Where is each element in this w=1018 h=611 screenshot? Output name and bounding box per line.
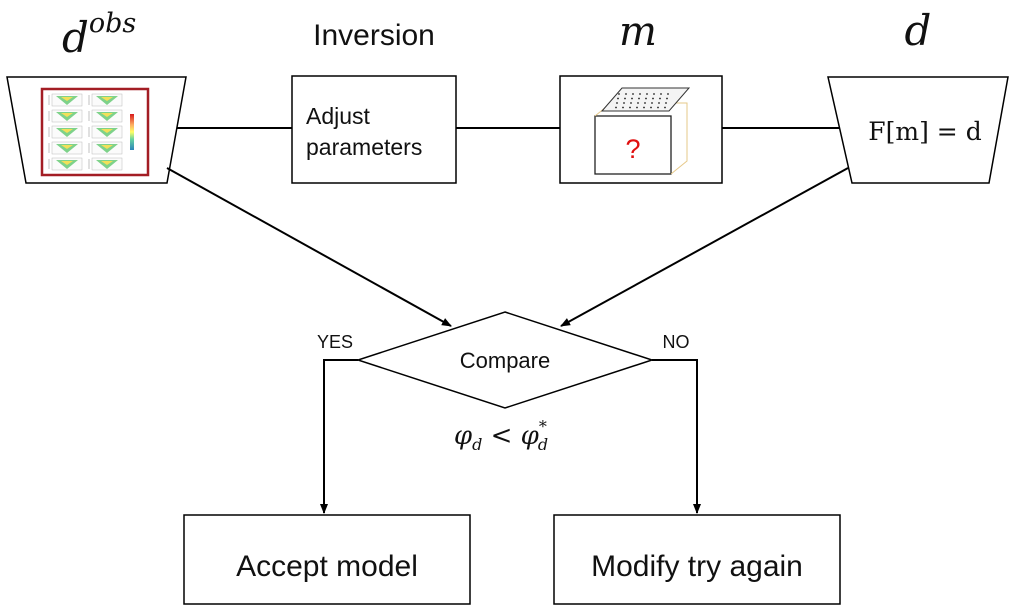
compare-decision: Compare bbox=[355, 311, 655, 409]
compare-diamond bbox=[355, 311, 655, 409]
thumbnail-triangle-core bbox=[101, 161, 113, 165]
sensor-point bbox=[615, 106, 617, 109]
sensor-point bbox=[665, 102, 667, 104]
sensor-point bbox=[646, 93, 648, 95]
sensor-point bbox=[639, 93, 641, 95]
thumbnail-triangle-core bbox=[101, 97, 113, 101]
sensor-points bbox=[615, 93, 669, 109]
thumbnail-triangle-core bbox=[101, 129, 113, 133]
thumbnail-triangle-core bbox=[61, 113, 73, 117]
model-volume-front bbox=[594, 115, 672, 175]
sensor-point bbox=[625, 93, 627, 95]
sensor-point bbox=[652, 97, 654, 100]
modify-try-again-node: Modify try again bbox=[553, 514, 841, 605]
sensor-point bbox=[667, 93, 669, 95]
sensor-point bbox=[644, 102, 646, 104]
sensor-point bbox=[658, 102, 660, 104]
sensor-point bbox=[624, 97, 626, 100]
thumbnail-triangle-core bbox=[61, 97, 73, 101]
adjust-parameters-line2: parameters bbox=[306, 134, 422, 160]
dobs-label: dobs bbox=[62, 8, 136, 62]
thumbnail-triangle-core bbox=[101, 113, 113, 117]
adjust-parameters-node: Adjust parameters bbox=[291, 75, 457, 184]
compare-label: Compare bbox=[460, 348, 550, 373]
thumbnail-triangle-core bbox=[61, 145, 73, 149]
sensor-point bbox=[645, 97, 647, 100]
sensor-point bbox=[660, 93, 662, 95]
sensor-point bbox=[632, 93, 634, 95]
thumbnail-triangle-core bbox=[61, 129, 73, 133]
yes-branch-line bbox=[320, 359, 358, 514]
observed-data-thumbnail bbox=[40, 87, 150, 177]
arrow-predicted-to-compare bbox=[560, 167, 849, 327]
question-mark: ? bbox=[625, 134, 640, 164]
thumbnail-triangle-core bbox=[61, 161, 73, 165]
thumbnail-colorbar bbox=[130, 114, 134, 150]
model-label: m bbox=[619, 9, 657, 55]
forward-model-equation: F[m] = d bbox=[868, 117, 981, 146]
sensor-point bbox=[622, 106, 624, 109]
sensor-point bbox=[630, 102, 632, 104]
sensor-point bbox=[629, 106, 631, 109]
modify-try-again-label: Modify try again bbox=[591, 550, 803, 583]
sensor-point bbox=[637, 102, 639, 104]
adjust-parameters-line1: Adjust bbox=[306, 103, 371, 129]
arrow-dobs-to-compare bbox=[166, 167, 452, 327]
forward-model-shape bbox=[827, 76, 1009, 184]
model-node: ? bbox=[559, 75, 723, 184]
sensor-point bbox=[618, 93, 620, 95]
sensor-point bbox=[653, 93, 655, 95]
sensor-point bbox=[657, 106, 659, 109]
sensor-point bbox=[623, 102, 625, 104]
accept-model-label: Accept model bbox=[236, 550, 418, 583]
observed-data-node bbox=[6, 76, 187, 184]
modify-try-again-box bbox=[553, 514, 841, 605]
yes-label: YES bbox=[317, 332, 353, 352]
predicted-data-label: d bbox=[905, 6, 932, 55]
accept-model-node: Accept model bbox=[183, 514, 471, 605]
accept-model-box bbox=[183, 514, 471, 605]
sensor-point bbox=[631, 97, 633, 100]
adjust-parameters-box bbox=[291, 75, 457, 184]
sensor-point bbox=[650, 106, 652, 109]
no-label: NO bbox=[663, 332, 690, 352]
sensor-point bbox=[638, 97, 640, 100]
thumbnail-triangle-core bbox=[101, 145, 113, 149]
sensor-point bbox=[643, 106, 645, 109]
sensor-point bbox=[659, 97, 661, 100]
thumbnail-panels bbox=[48, 93, 123, 171]
sensor-point bbox=[666, 97, 668, 100]
misfit-criterion: φd < φ*d bbox=[454, 417, 548, 454]
forward-model-node: F[m] = d bbox=[827, 76, 1009, 184]
sensor-point bbox=[616, 102, 618, 104]
sensor-point bbox=[664, 106, 666, 109]
sensor-point bbox=[636, 106, 638, 109]
inversion-label: Inversion bbox=[313, 19, 435, 52]
sensor-point bbox=[651, 102, 653, 104]
no-branch-line bbox=[652, 359, 701, 514]
sensor-point bbox=[617, 97, 619, 100]
